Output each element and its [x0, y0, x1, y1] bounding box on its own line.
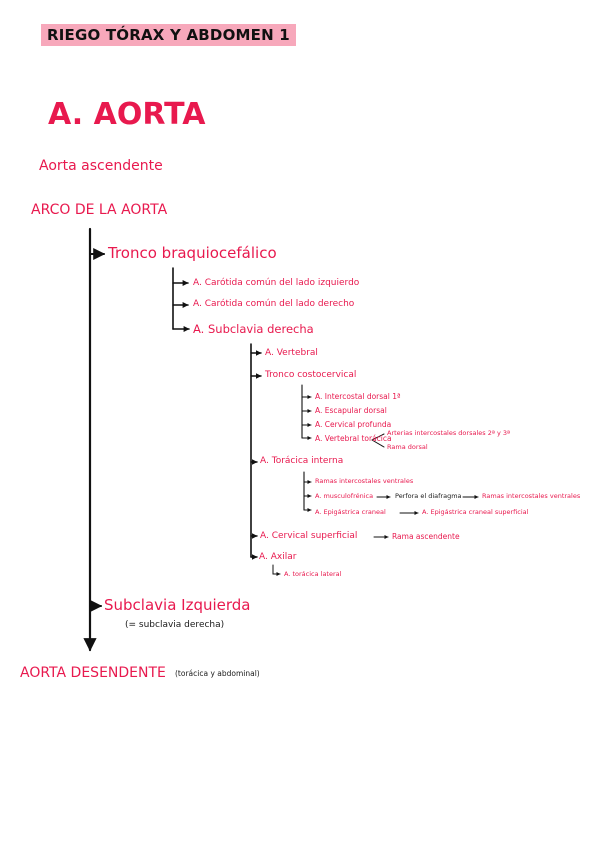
tronco-braquiocefalico-label: Tronco braquiocefálico — [108, 244, 277, 262]
escapular-dorsal-label: A. Escapular dorsal — [315, 406, 387, 415]
musculofrenica-label: A. musculofrénica — [315, 492, 374, 500]
cervical-superficial-label: A. Cervical superficial — [260, 531, 358, 541]
carotida-izquierda-label: A. Carótida común del lado izquierdo — [193, 278, 360, 288]
ramas-ventrales-label: Ramas intercostales ventrales — [482, 492, 581, 500]
aorta-ascendente-label: Aorta ascendente — [39, 158, 163, 174]
intercostales-dorsales-label: Arterias intercostales dorsales 2ª y 3ª — [387, 429, 511, 437]
toracica-interna-label: A. Torácica interna — [260, 456, 344, 466]
page-title-banner: RIEGO TÓRAX Y ABDOMEN 1 — [41, 24, 296, 46]
carotida-derecha-label: A. Carótida común del lado derecho — [193, 299, 355, 309]
rama-ascendente-label: Rama ascendente — [392, 532, 460, 541]
ramas-intercostales-label: Ramas intercostales ventrales — [315, 477, 414, 485]
vertebral-label: A. Vertebral — [265, 348, 318, 358]
tronco-costocervical-label: Tronco costocervical — [265, 370, 357, 380]
arco-aorta-label: ARCO DE LA AORTA — [31, 202, 168, 218]
vertebral-toracica-label: A. Vertebral torácica — [315, 434, 392, 443]
axilar-label: A. Axilar — [259, 552, 297, 562]
epigastrica-superficial-label: A. Epigástrica craneal superficial — [422, 508, 529, 516]
aorta-desendente-note: (torácica y abdominal) — [175, 669, 260, 678]
cervical-profunda-label: A. Cervical profunda — [315, 420, 392, 429]
subclavia-note: (= subclavia derecha) — [125, 620, 225, 630]
epigastrica-craneal-label: A. Epigástrica craneal — [315, 508, 386, 516]
intercostal-dorsal-label: A. Intercostal dorsal 1ª — [315, 392, 401, 401]
toracica-lateral-label: A. torácica lateral — [284, 570, 342, 578]
section-heading: A. AORTA — [48, 97, 206, 132]
aorta-desendente-label: AORTA DESENDENTE — [20, 665, 166, 681]
rama-dorsal-label: Rama dorsal — [387, 443, 428, 451]
subclavia-izquierda-label: Subclavia Izquierda — [104, 596, 251, 614]
perfora-diafragma-label: Perfora el diafragma — [395, 492, 462, 500]
subclavia-derecha-label: A. Subclavia derecha — [193, 322, 314, 336]
